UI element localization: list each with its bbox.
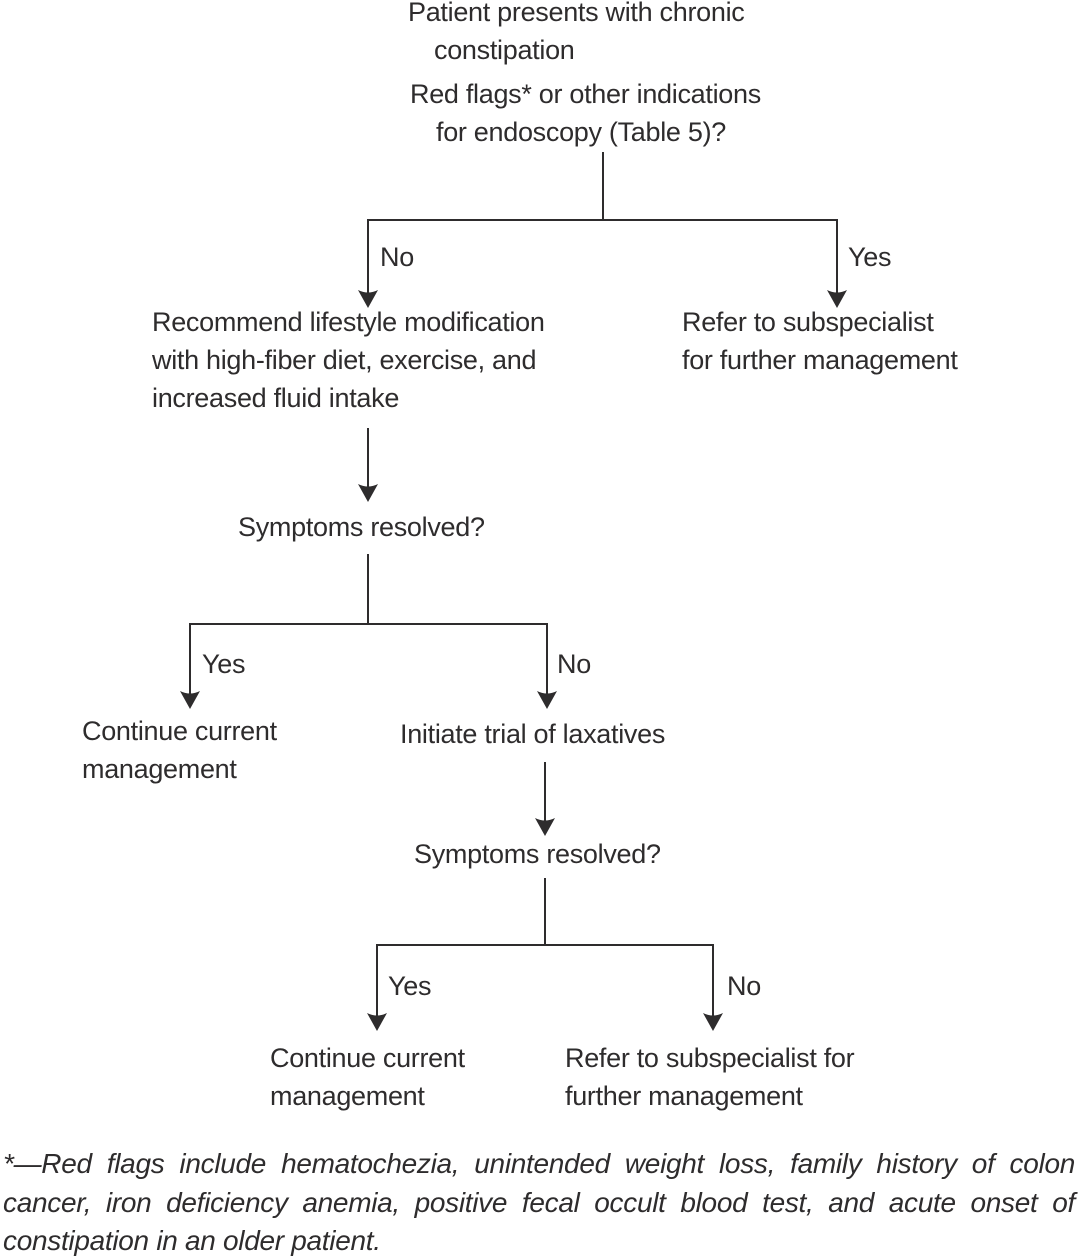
arrowhead-branch3-yes	[367, 1013, 387, 1031]
branch-label-q3-no: No	[727, 971, 761, 1001]
node-question-red-flags: Red flags* or other indications for endo…	[410, 79, 761, 147]
branch-label-q2-yes: Yes	[202, 649, 246, 679]
arrowheads	[180, 290, 847, 1031]
branch-label-q1-yes: Yes	[848, 242, 892, 272]
red-flags-footnote: *—Red flags include hematochezia, uninte…	[3, 1148, 1075, 1256]
arrowhead-branch1-yes	[827, 290, 847, 308]
branch-label-q3-yes: Yes	[388, 971, 432, 1001]
arrowhead-branch1-no	[358, 290, 378, 308]
node-continue-current-2: Continue current management	[270, 1043, 465, 1111]
arrowhead-laxatives-down	[535, 818, 555, 836]
node-symptoms-resolved-1: Symptoms resolved?	[238, 512, 485, 542]
arrowhead-branch3-no	[703, 1013, 723, 1031]
branch-label-q2-no: No	[557, 649, 591, 679]
connector-lines	[189, 152, 838, 1017]
arrowhead-lifestyle-down	[358, 484, 378, 502]
node-continue-current-1: Continue current management	[82, 716, 277, 784]
branch-label-q1-no: No	[380, 242, 414, 272]
node-initiate-laxatives: Initiate trial of laxatives	[400, 719, 666, 749]
arrowhead-branch2-no	[537, 691, 557, 709]
arrowhead-branch2-yes	[180, 691, 200, 709]
node-lifestyle-modification: Recommend lifestyle modification with hi…	[152, 307, 545, 413]
node-symptoms-resolved-2: Symptoms resolved?	[414, 839, 661, 869]
node-refer-subspecialist-1: Refer to subspecialist for further manag…	[682, 307, 958, 375]
node-refer-subspecialist-2: Refer to subspecialist for further manag…	[565, 1043, 855, 1111]
node-start: Patient presents with chronic constipati…	[408, 0, 745, 65]
